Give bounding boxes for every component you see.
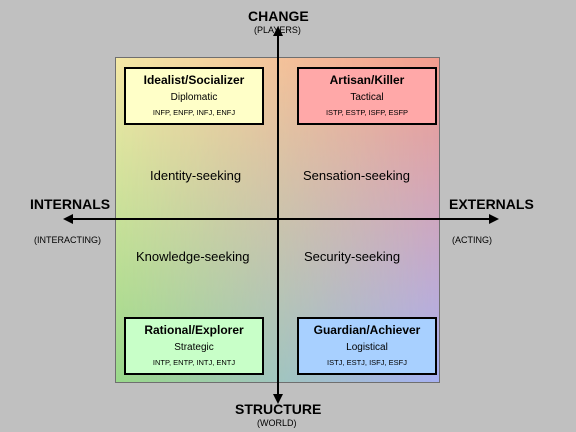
quadrant-style: Strategic — [174, 342, 214, 353]
seeking-label-knowledge: Knowledge-seeking — [136, 249, 250, 264]
axis-right-title: EXTERNALS — [449, 196, 534, 212]
axis-left-subtitle: (INTERACTING) — [34, 235, 101, 245]
quadrant-box-idealist: Idealist/Socializer Diplomatic INFP, ENF… — [124, 67, 264, 125]
quadrant-style: Diplomatic — [170, 92, 218, 103]
seeking-label-security: Security-seeking — [304, 249, 401, 264]
quadrant-box-guardian: Guardian/Achiever Logistical ISTJ, ESTJ,… — [297, 317, 437, 375]
arrow-right-icon — [489, 214, 499, 224]
quadrant-title: Artisan/Killer — [329, 73, 405, 87]
quadrant-types: ISTJ, ESTJ, ISFJ, ESFJ — [326, 358, 407, 367]
quadrant-types: ISTP, ESTP, ISFP, ESFP — [325, 108, 409, 117]
arrow-down-icon — [273, 394, 283, 404]
arrow-left-icon — [63, 214, 73, 224]
quadrant-box-rational: Rational/Explorer Strategic INTP, ENTP, … — [124, 317, 264, 375]
axis-bottom-title: STRUCTURE — [235, 401, 322, 417]
seeking-label-sensation: Sensation-seeking — [303, 168, 410, 183]
axis-left-title: INTERNALS — [30, 196, 111, 212]
axis-right-subtitle: (ACTING) — [452, 235, 492, 245]
axis-top-subtitle: (PLAYERS) — [254, 25, 301, 35]
axis-bottom-subtitle: (WORLD) — [257, 418, 297, 428]
axis-top-title: CHANGE — [248, 8, 309, 24]
quadrant-style: Logistical — [346, 342, 388, 353]
seeking-label-identity: Identity-seeking — [150, 168, 242, 183]
quadrant-title: Idealist/Socializer — [143, 73, 245, 87]
arrow-up-icon — [273, 26, 283, 36]
quadrant-style: Tactical — [350, 92, 384, 103]
quadrant-title: Guardian/Achiever — [313, 323, 421, 337]
quadrant-types: INTP, ENTP, INTJ, ENTJ — [152, 358, 236, 367]
quadrant-types: INFP, ENFP, INFJ, ENFJ — [152, 108, 236, 117]
quadrant-title: Rational/Explorer — [144, 323, 244, 337]
quadrant-box-artisan: Artisan/Killer Tactical ISTP, ESTP, ISFP… — [297, 67, 437, 125]
